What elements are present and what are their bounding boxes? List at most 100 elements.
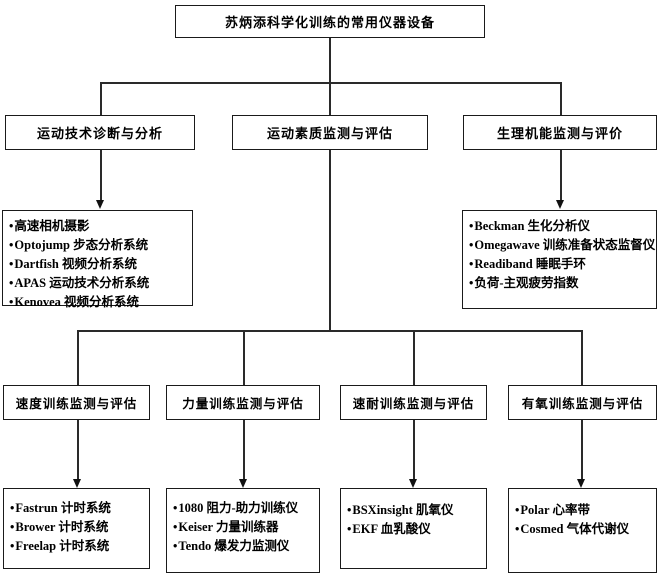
list-speed-endurance-equipment: •BSXinsight 肌氧仪 •EKF 血乳酸仪 [340,488,487,569]
list-item-label: Dartfish 视频分析系统 [14,257,137,271]
connector-line [100,82,561,84]
connector-line [329,38,331,83]
node-aerobic-training: 有氧训练监测与评估 [508,385,657,420]
connector-line [100,82,102,115]
arrowhead-icon [73,479,81,488]
connector-line [560,82,562,115]
node-physiology-monitoring-label: 生理机能监测与评价 [496,126,623,141]
bullet-icon: • [469,276,474,290]
list-strength-equipment: •1080 阻力-助力训练仪 •Keiser 力量训练器 •Tendo 爆发力监… [166,488,320,573]
arrow-line [243,420,245,481]
connector-line [581,330,583,385]
list-item: •APAS 运动技术分析系统 [9,274,190,293]
bullet-icon: • [9,219,14,233]
bullet-icon: • [173,539,178,553]
list-item-label: Kenovea 视频分析系统 [14,295,140,309]
arrowhead-icon [239,479,247,488]
arrow-line [100,150,102,202]
bullet-icon: • [9,295,14,309]
list-item-label: Cosmed 气体代谢仪 [520,522,630,536]
node-technique-diagnosis-label: 运动技术诊断与分析 [36,126,163,141]
list-item: •Dartfish 视频分析系统 [9,255,190,274]
bullet-icon: • [9,276,14,290]
arrowhead-icon [577,479,585,488]
bullet-icon: • [515,522,520,536]
bullet-icon: • [347,503,352,517]
list-item: •1080 阻力-助力训练仪 [173,499,317,518]
list-item: •Keiser 力量训练器 [173,518,317,537]
list-item-label: EKF 血乳酸仪 [352,522,431,536]
list-item: •Beckman 生化分析仪 [469,217,654,236]
node-technique-diagnosis: 运动技术诊断与分析 [5,115,195,150]
node-quality-monitoring: 运动素质监测与评估 [232,115,428,150]
bullet-icon: • [10,539,15,553]
list-technique-equipment: •高速相机摄影 •Optojump 步态分析系统 •Dartfish 视频分析系… [2,210,193,309]
connector-line [243,330,245,385]
list-item-label: Beckman 生化分析仪 [474,219,591,233]
bullet-icon: • [469,257,474,271]
node-speed-training: 速度训练监测与评估 [3,385,150,420]
connector-line [329,150,331,331]
arrow-line [581,420,583,481]
root-node-label: 苏炳添科学化训练的常用仪器设备 [224,15,435,30]
list-speed-equipment: •Fastrun 计时系统 •Brower 计时系统 •Freelap 计时系统 [3,488,150,569]
list-item-label: Keiser 力量训练器 [178,520,279,534]
node-strength-training-label: 力量训练监测与评估 [182,397,304,411]
node-speed-training-label: 速度训练监测与评估 [15,397,138,411]
list-item-label: Tendo 爆发力监测仪 [178,539,290,553]
bullet-icon: • [10,520,15,534]
node-strength-training: 力量训练监测与评估 [166,385,320,420]
list-item-label: 1080 阻力-助力训练仪 [178,501,299,515]
arrowhead-icon [556,200,564,209]
list-item: •Omegawave 训练准备状态监督仪 [469,236,656,255]
arrow-line [413,420,415,481]
list-item-label: Optojump 步态分析系统 [14,238,149,252]
connector-line [413,330,415,385]
list-item-label: Fastrun 计时系统 [15,501,111,515]
arrow-line [77,420,79,481]
list-item: •Brower 计时系统 [10,518,147,537]
bullet-icon: • [173,520,178,534]
list-item-label: 负荷-主观疲劳指数 [474,276,579,290]
bullet-icon: • [173,501,178,515]
list-item: •Tendo 爆发力监测仪 [173,537,317,556]
list-item-label: Freelap 计时系统 [15,539,110,553]
list-item-label: BSXinsight 肌氧仪 [352,503,454,517]
list-item: •Cosmed 气体代谢仪 [515,520,654,539]
list-item: •Optojump 步态分析系统 [9,236,190,255]
list-item-label: Brower 计时系统 [15,520,109,534]
list-aerobic-equipment: •Polar 心率带 •Cosmed 气体代谢仪 [508,488,657,573]
arrowhead-icon [96,200,104,209]
node-quality-monitoring-label: 运动素质监测与评估 [266,126,393,141]
root-node: 苏炳添科学化训练的常用仪器设备 [175,5,485,38]
list-item: •Freelap 计时系统 [10,537,147,556]
list-item: •Readiband 睡眠手环 [469,255,654,274]
list-item-label: Readiband 睡眠手环 [474,257,586,271]
bullet-icon: • [515,503,520,517]
list-item: •Polar 心率带 [515,501,654,520]
bullet-icon: • [9,257,14,271]
list-item: •Fastrun 计时系统 [10,499,147,518]
arrow-line [560,150,562,202]
list-item: •Kenovea 视频分析系统 [9,293,190,312]
list-item-label: 高速相机摄影 [14,219,90,233]
list-item-label: Omegawave 训练准备状态监督仪 [474,238,656,252]
list-item-label: Polar 心率带 [520,503,590,517]
bullet-icon: • [10,501,15,515]
list-item-label: APAS 运动技术分析系统 [14,276,150,290]
list-item: •EKF 血乳酸仪 [347,520,484,539]
bullet-icon: • [347,522,352,536]
bullet-icon: • [469,219,474,233]
list-physiology-equipment: •Beckman 生化分析仪 •Omegawave 训练准备状态监督仪 •Rea… [462,210,657,309]
bullet-icon: • [9,238,14,252]
node-physiology-monitoring: 生理机能监测与评价 [463,115,657,150]
connector-line [77,330,79,385]
node-aerobic-training-label: 有氧训练监测与评估 [521,397,644,411]
connector-line [329,82,331,115]
list-item: •高速相机摄影 [9,217,190,236]
list-item: •负荷-主观疲劳指数 [469,274,654,293]
connector-line [77,330,583,332]
arrowhead-icon [409,479,417,488]
bullet-icon: • [469,238,474,252]
